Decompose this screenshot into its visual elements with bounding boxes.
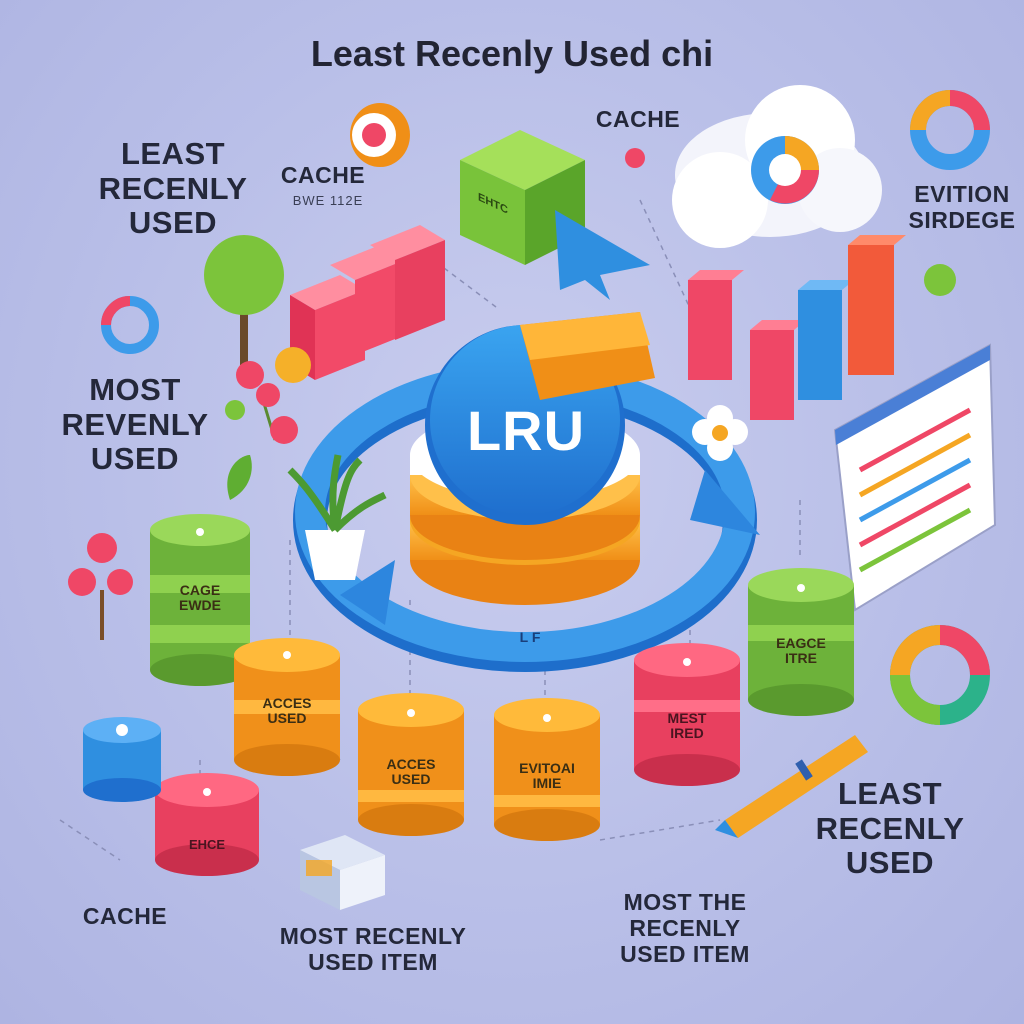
leaf-icon [227, 148, 956, 500]
red-cylinder-bottom [155, 773, 259, 876]
berry-plant-icon [225, 347, 311, 444]
label-cache-top-left: CACHE [280, 162, 366, 188]
label-most-the-recently-used-item: MOST THE RECENLY USED ITEM [620, 889, 750, 967]
donut-chart-bottom-icon [890, 625, 990, 725]
label-least-recently-used-bottom: LEAST RECENLY USED [815, 776, 965, 881]
label-least-recently-used-top: LEAST RECENLY USED [98, 136, 248, 241]
blue-cylinder [83, 717, 161, 802]
pencil-icon [715, 735, 868, 838]
label-cache-top-center: CACHE [595, 106, 681, 132]
red-blocks-icon [290, 225, 445, 380]
cylinder-pins [196, 528, 805, 796]
green-cylinder-right-label: EAGCE ITRE [776, 635, 826, 667]
cloud-icon [672, 85, 882, 248]
target-disc-icon [350, 103, 410, 167]
label-cache-bottom-left: CACHE [82, 903, 168, 929]
donut-chart-icon [910, 90, 990, 170]
red-cylinder-right [634, 643, 740, 786]
bar-chart-icon [688, 235, 906, 420]
spreadsheet-window-icon [833, 343, 997, 612]
orange-cylinder-3 [494, 698, 600, 841]
potted-plant-icon [287, 454, 387, 580]
label-most-recently-used-item: MOST RECENLY USED ITEM [279, 923, 467, 975]
label-most-recently-used-left: MOST REVENLY USED [61, 372, 209, 477]
green-cylinder-left-label: CAGE EWDE [179, 582, 221, 614]
orange-cylinder-1 [234, 638, 340, 776]
label-eviction-right: EVITION SIRDEGE [908, 181, 1016, 233]
orange-cylinder-2 [358, 693, 464, 836]
small-tree-icon [68, 533, 133, 640]
label-cache-top-left-sub: BWE 112E [292, 193, 364, 208]
blue-arrow-icon [555, 210, 650, 300]
orange-cylinder-2-label: ACCES USED [386, 756, 436, 788]
tree-icon [204, 235, 284, 365]
green-cache-cylinder-right [748, 568, 854, 716]
orange-cylinder-3-label: EVITOAI IMIE [519, 760, 575, 792]
flower-icon [692, 405, 748, 461]
red-cylinder-bottom-label: EHCE [188, 837, 226, 852]
orange-tag-icon [520, 312, 655, 400]
ring-left-icon [101, 296, 159, 354]
ring-label: L F [519, 629, 541, 645]
page-title: Least Recenly Used chi [310, 33, 714, 74]
lru-badge: LRU [466, 399, 586, 462]
orange-cylinder-1-label: ACCES USED [262, 695, 312, 727]
red-cylinder-right-label: MEST IRED [667, 710, 707, 742]
box-icon [300, 835, 385, 910]
